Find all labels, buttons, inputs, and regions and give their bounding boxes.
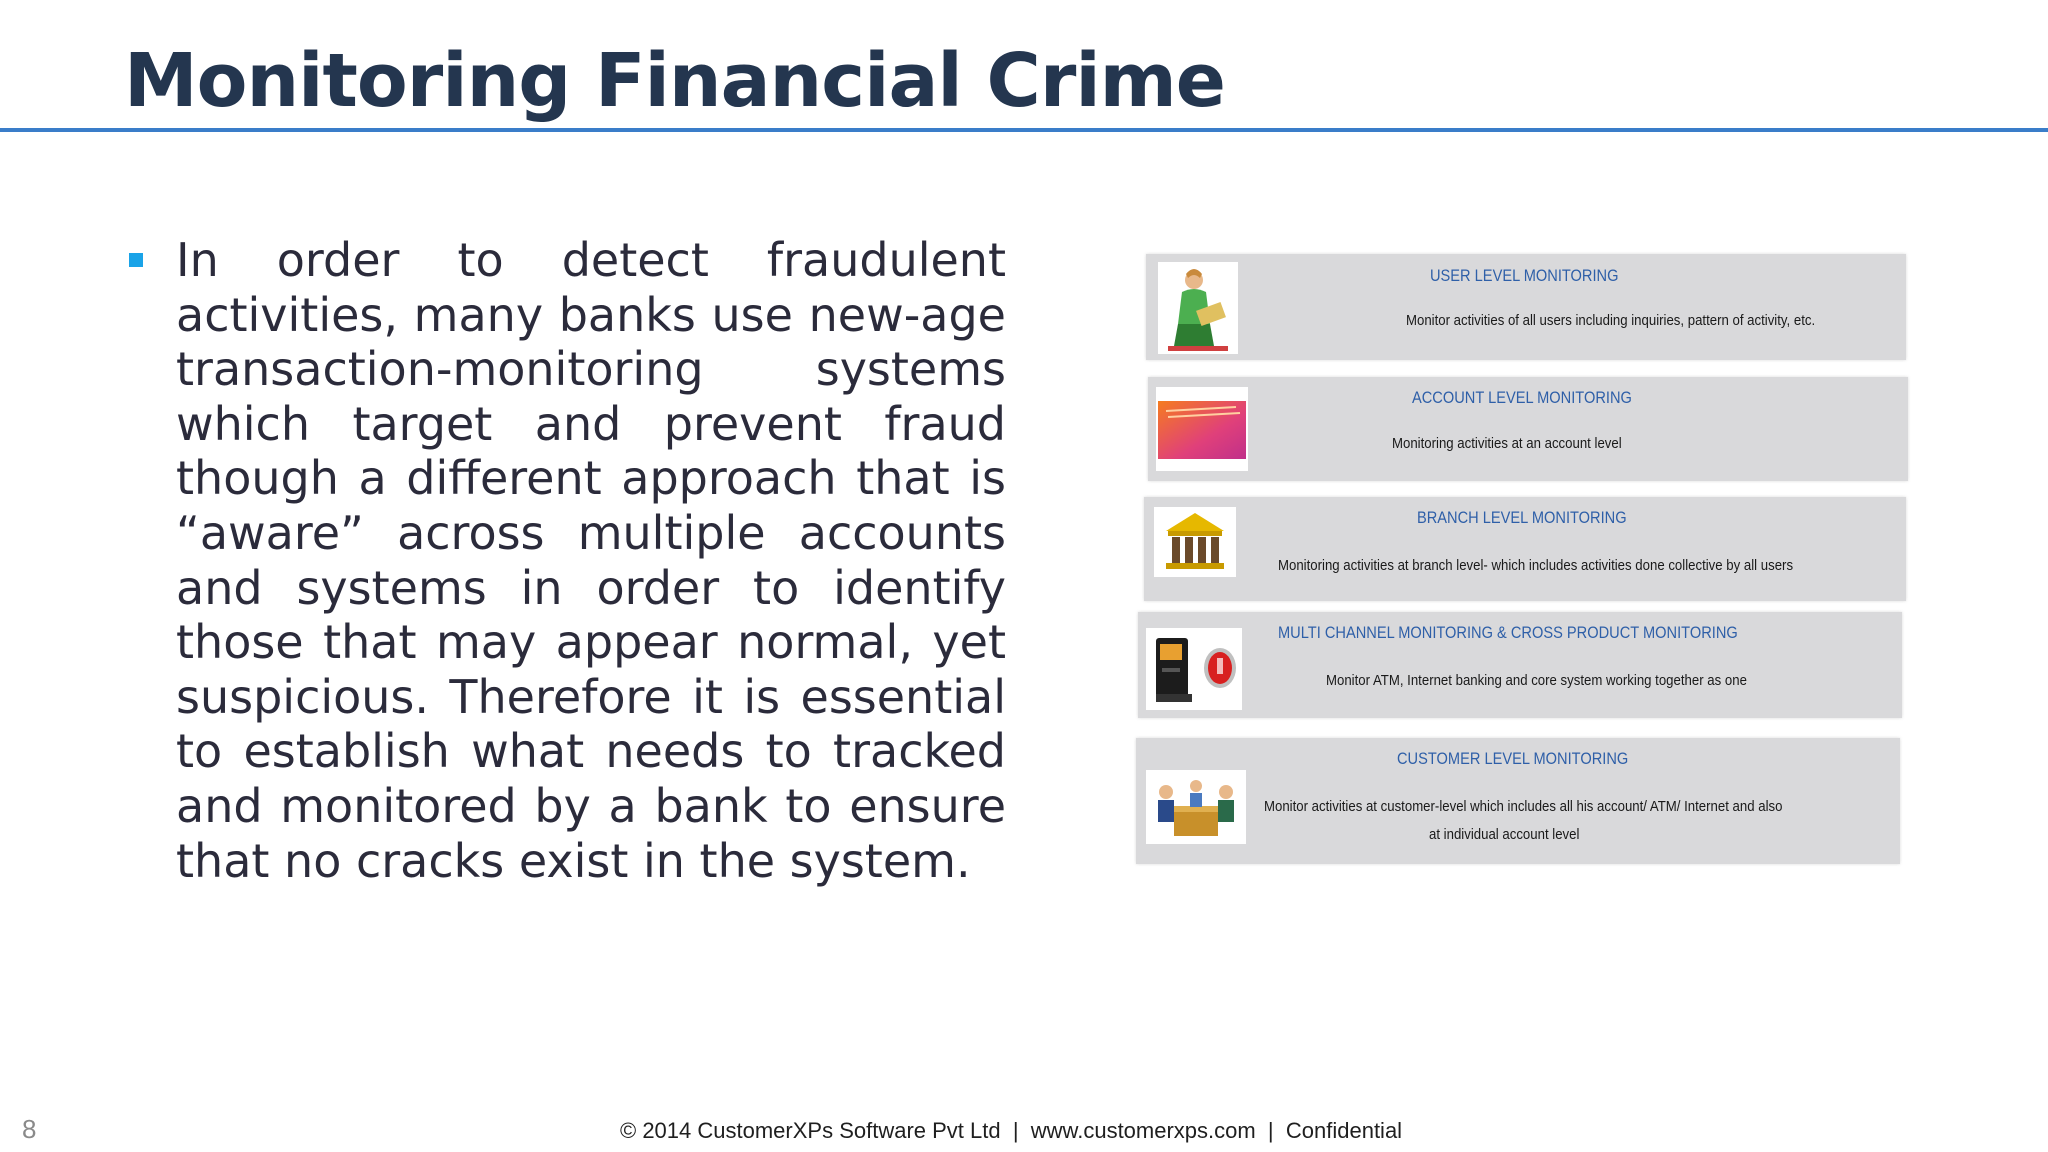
account-card-icon <box>1156 387 1248 471</box>
bank-building-icon <box>1154 507 1236 577</box>
panel-title: MULTI CHANNEL MONITORING & CROSS PRODUCT… <box>1278 623 1738 642</box>
panel-title: CUSTOMER LEVEL MONITORING <box>1397 749 1629 768</box>
panel-user-level: USER LEVEL MONITORING Monitor activities… <box>1146 254 1906 360</box>
atm-machine-icon <box>1146 628 1242 710</box>
panel-description: Monitor activities at customer-level whi… <box>1264 798 1783 815</box>
panel-description: Monitoring activities at an account leve… <box>1392 435 1622 452</box>
page-title: Monitoring Financial Crime <box>124 38 1226 124</box>
title-divider <box>0 128 2048 132</box>
customer-meeting-icon <box>1146 770 1246 844</box>
panel-description: Monitor ATM, Internet banking and core s… <box>1326 672 1747 689</box>
panel-branch-level: BRANCH LEVEL MONITORING Monitoring activ… <box>1144 497 1906 601</box>
panel-description: Monitoring activities at branch level- w… <box>1278 557 1794 574</box>
user-figure-icon <box>1158 262 1238 354</box>
panel-multi-channel: MULTI CHANNEL MONITORING & CROSS PRODUCT… <box>1138 612 1902 718</box>
panel-account-level: ACCOUNT LEVEL MONITORING Monitoring acti… <box>1148 377 1908 481</box>
bullet-marker <box>129 253 143 267</box>
panel-description: at individual account level <box>1429 826 1580 843</box>
panel-title: USER LEVEL MONITORING <box>1430 266 1619 285</box>
body-paragraph: In order to detect fraudulent activities… <box>176 233 1006 888</box>
panel-customer-level: CUSTOMER LEVEL MONITORING Monitor activi… <box>1136 738 1900 864</box>
panel-title: BRANCH LEVEL MONITORING <box>1417 508 1627 527</box>
panel-description: Monitor activities of all users includin… <box>1406 312 1816 329</box>
footer-copyright: © 2014 CustomerXPs Software Pvt Ltd | ww… <box>620 1118 1403 1143</box>
page-number: 8 <box>22 1114 37 1144</box>
panel-title: ACCOUNT LEVEL MONITORING <box>1412 388 1632 407</box>
